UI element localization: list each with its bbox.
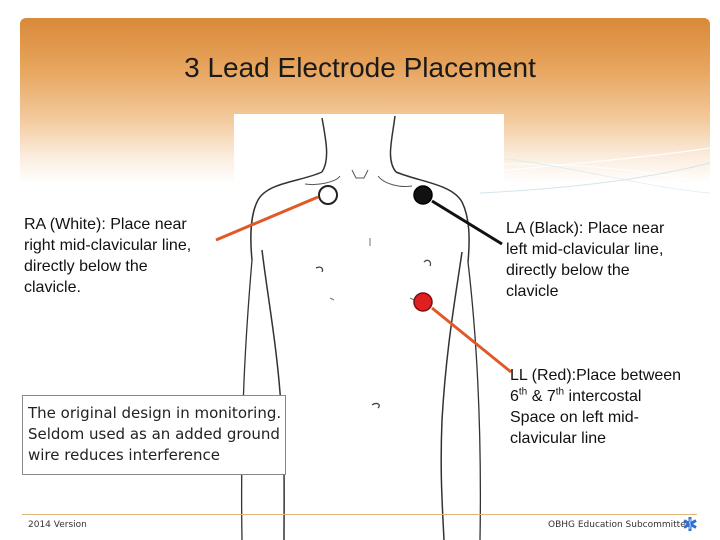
star-of-life-icon <box>683 517 697 531</box>
ra-lead-line <box>215 195 319 242</box>
la-electrode <box>413 185 433 205</box>
ll-line1: LL (Red):Place between <box>510 367 682 384</box>
note-text: The original design in monitoring. Seldo… <box>28 404 282 464</box>
ll-amp: & <box>527 388 547 405</box>
ll-line2-rest: intercostal <box>564 388 642 405</box>
ll-sup1: th <box>518 386 528 398</box>
ll-description: LL (Red):Place between 6th & 7th interco… <box>510 365 718 449</box>
note-box <box>22 395 286 475</box>
slide-title: 3 Lead Electrode Placement <box>184 52 536 83</box>
ra-electrode <box>318 185 338 205</box>
ll-lead-line <box>431 306 512 374</box>
torso-panel <box>234 114 504 180</box>
la-lead-line <box>431 199 503 246</box>
footer-divider <box>22 514 697 515</box>
ra-description: RA (White): Place near right mid-clavicu… <box>24 216 192 296</box>
footer-version: 2014 Version <box>28 520 87 530</box>
la-description: LA (Black): Place near left mid-clavicul… <box>506 220 665 300</box>
ll-ord1: 6 <box>510 388 519 405</box>
footer-organization: OBHG Education Subcommittee <box>548 520 692 530</box>
ll-sup2: th <box>555 386 565 398</box>
ll-electrode <box>413 292 433 312</box>
ll-line3: Space on left mid- <box>510 409 639 426</box>
ll-line4: clavicular line <box>510 430 607 447</box>
ll-ord2: 7 <box>546 388 556 405</box>
